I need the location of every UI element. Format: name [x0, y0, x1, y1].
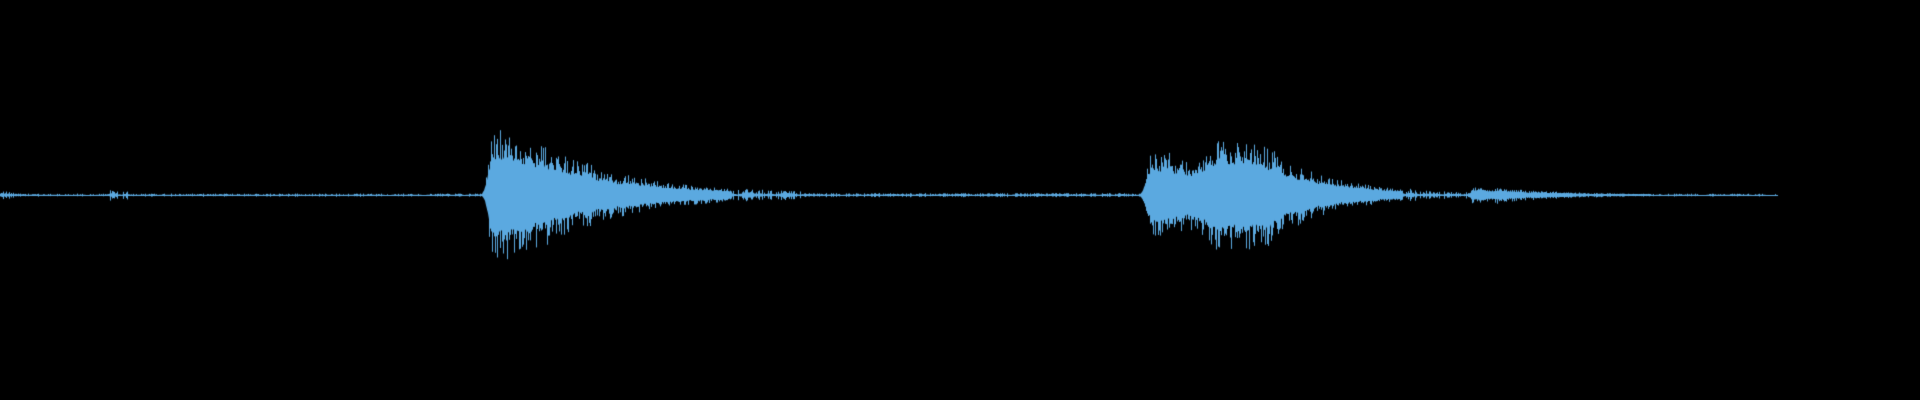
waveform-canvas[interactable]: [0, 0, 1920, 400]
waveform-viewer[interactable]: Audio Waveform Stereo-summed audio wavef…: [0, 0, 1920, 400]
